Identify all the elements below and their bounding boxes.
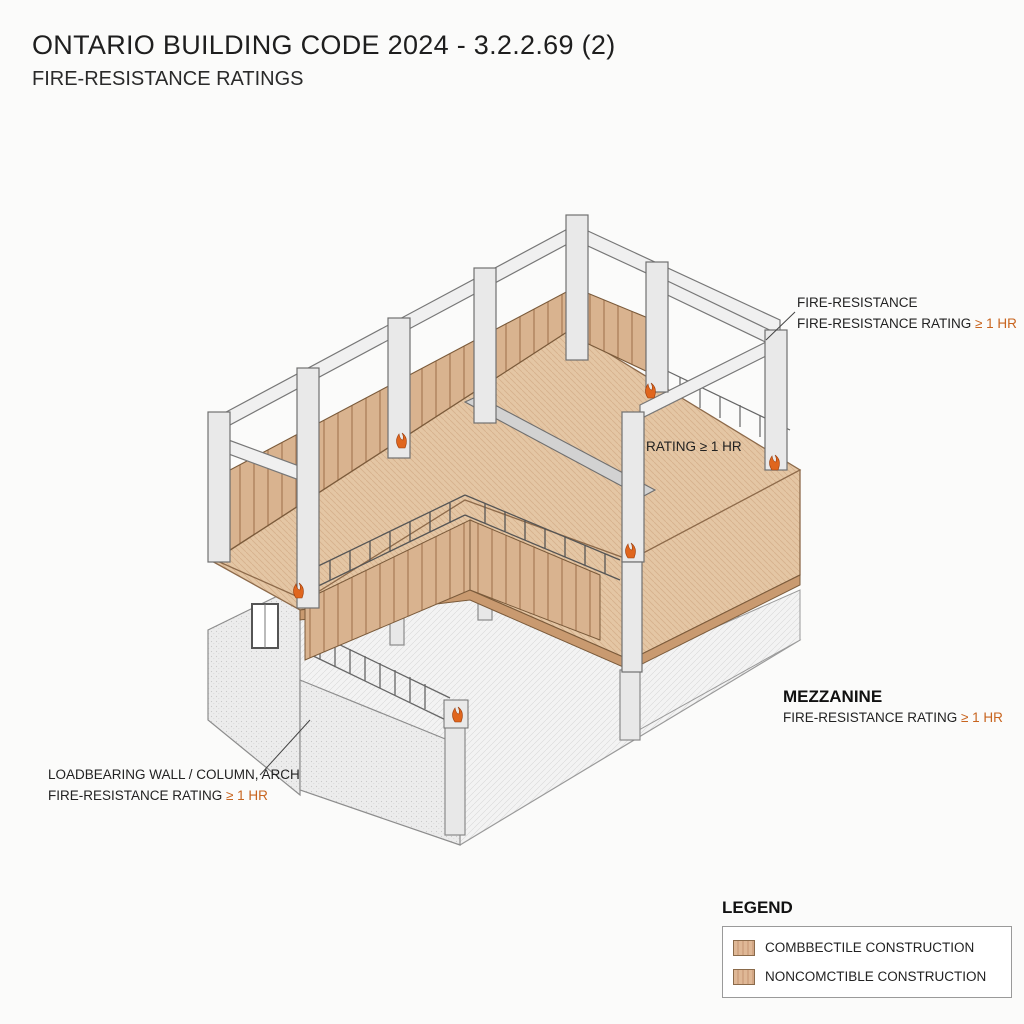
callout-line: FIRE-RESISTANCE RATING xyxy=(48,788,227,803)
fire-icon xyxy=(452,706,463,723)
callout-line: FIRE-RESISTANCE xyxy=(797,295,918,310)
legend-swatch xyxy=(733,968,755,985)
legend: LEGEND COMBBECTILE CONSTRUCTION NONCOMCT… xyxy=(722,898,1012,998)
fire-icon xyxy=(293,582,304,599)
legend-item: COMBBECTILE CONSTRUCTION xyxy=(733,933,1001,962)
callout-line: RATING ≥ 1 HR xyxy=(646,439,742,454)
legend-box: COMBBECTILE CONSTRUCTION NONCOMCTIBLE CO… xyxy=(722,926,1012,998)
rating-value: ≥ 1 HR xyxy=(961,710,1003,725)
fire-icon xyxy=(769,454,780,471)
callout-center: RATING ≥ 1 HR xyxy=(646,436,742,457)
fire-icon xyxy=(645,382,656,399)
fire-icon xyxy=(625,542,636,559)
legend-item: NONCOMCTIBLE CONSTRUCTION xyxy=(733,962,1001,991)
callout-top-right: FIRE-RESISTANCE FIRE-RESISTANCE RATING ≥… xyxy=(797,292,1017,334)
rating-value: ≥ 1 HR xyxy=(975,316,1017,331)
page-title: ONTARIO BUILDING CODE 2024 - 3.2.2.69 (2… xyxy=(32,30,616,60)
fire-icon-group xyxy=(293,382,780,723)
lower-front-wall xyxy=(299,679,461,846)
stud-wall-opening-right xyxy=(469,519,601,641)
page-subtitle: FIRE-RESISTANCE RATINGS xyxy=(32,68,304,90)
legend-swatch xyxy=(733,939,755,956)
callout-line: LOADBEARING WALL / COLUMN, ARCH xyxy=(48,767,300,782)
callout-loadbearing: LOADBEARING WALL / COLUMN, ARCH FIRE-RES… xyxy=(48,764,300,806)
legend-title: LEGEND xyxy=(722,898,793,917)
upper-columns xyxy=(207,214,788,673)
callout-line: FIRE-RESISTANCE RATING xyxy=(797,316,976,331)
legend-label: NONCOMCTIBLE CONSTRUCTION xyxy=(765,969,987,984)
callout-mezzanine: MEZZANINE FIRE-RESISTANCE RATING ≥ 1 HR xyxy=(783,686,1003,728)
mezzanine-label: MEZZANINE xyxy=(783,687,883,706)
leader-lines xyxy=(259,311,796,776)
callout-line: FIRE-RESISTANCE RATING xyxy=(783,710,962,725)
legend-label: COMBBECTILE CONSTRUCTION xyxy=(765,940,975,955)
upper-railing xyxy=(309,494,621,591)
fire-icon xyxy=(396,432,407,449)
rating-value: ≥ 1 HR xyxy=(226,788,268,803)
